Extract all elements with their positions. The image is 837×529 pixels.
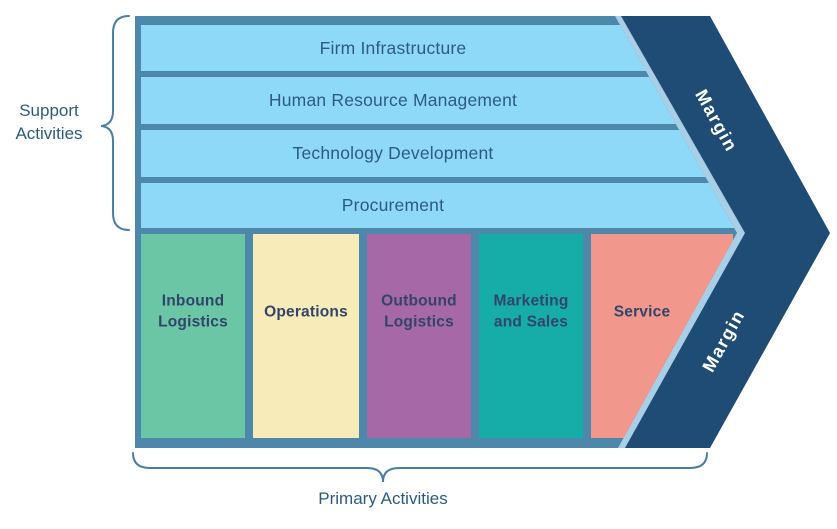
primary-column-marketing-and-sales: Marketing and Sales xyxy=(479,234,583,438)
primary-column-label: Operations xyxy=(264,303,348,321)
support-bar-label: Human Resource Management xyxy=(268,90,518,110)
support-bar-human-resource-management xyxy=(141,77,737,124)
primary-column-label: Outbound Logistics xyxy=(381,292,457,331)
support-activities-brace xyxy=(100,15,130,231)
primary-column-label: Service xyxy=(613,303,671,321)
primary-column-operations: Operations xyxy=(253,234,359,438)
support-activities-label-line1: Support xyxy=(19,101,79,120)
support-bar-label: Firm Infrastructure xyxy=(319,38,467,58)
support-activities-label-line2: Activities xyxy=(15,123,83,143)
primary-activities-label: Primary Activities xyxy=(318,489,448,508)
primary-column-label: Marketing and Sales xyxy=(493,292,569,331)
support-bar-label: Technology Development xyxy=(292,143,494,163)
primary-activities-brace xyxy=(132,452,708,483)
primary-column-label: Inbound Logistics xyxy=(158,292,228,331)
support-activities-label: Support Activities xyxy=(2,100,96,146)
support-bar-technology-development xyxy=(141,130,737,177)
primary-column-inbound-logistics: Inbound Logistics xyxy=(141,234,245,438)
primary-column-outbound-logistics: Outbound Logistics xyxy=(367,234,471,438)
support-bar-label: Procurement xyxy=(341,195,445,215)
support-bar-procurement xyxy=(141,183,737,228)
